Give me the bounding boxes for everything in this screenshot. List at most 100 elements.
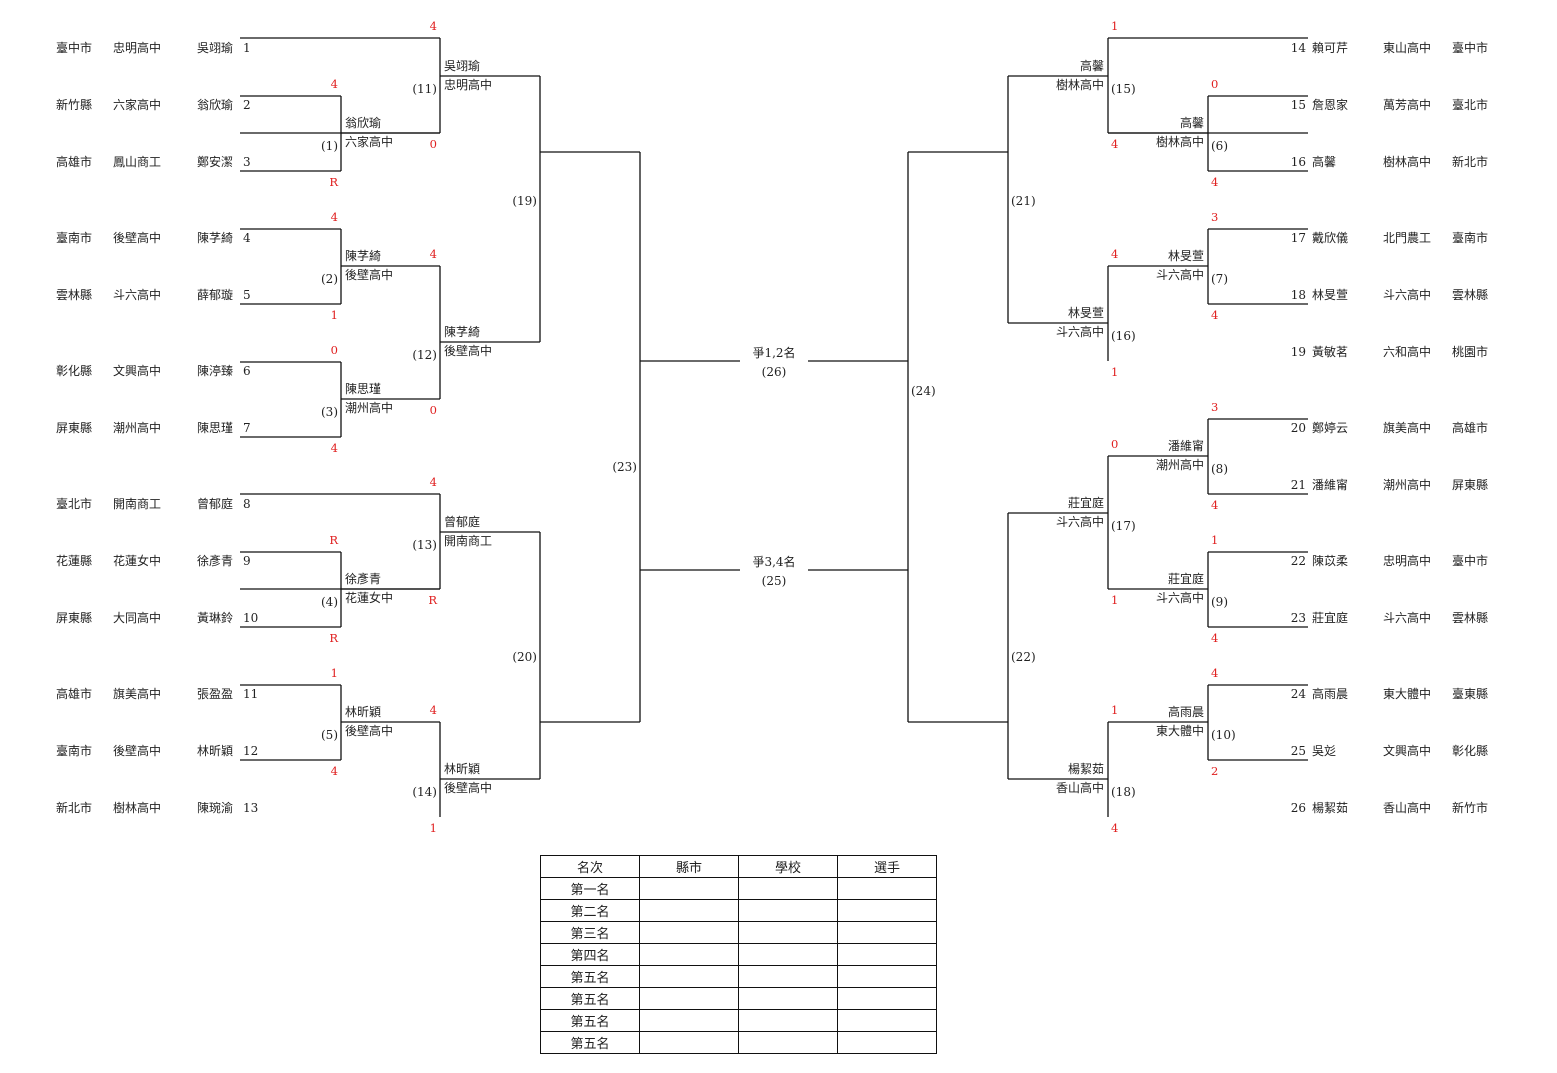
match-score-top: 4 [1211,666,1218,680]
entry-school: 潮州高中 [113,420,161,435]
county-cell[interactable] [639,987,739,1010]
match-winner-school: 潮州高中 [1156,457,1204,472]
player-cell[interactable] [837,899,937,922]
county-cell[interactable] [639,1009,739,1032]
player-cell[interactable] [837,943,937,966]
match-winner-name: 楊絜茹 [1068,761,1104,776]
entry-seed: 1 [243,41,251,55]
school-cell[interactable] [738,987,838,1010]
player-cell[interactable] [837,921,937,944]
entry-county: 雲林縣 [56,288,92,302]
entry-county: 雲林縣 [1452,288,1488,302]
header-school: 學校 [738,855,838,878]
entry-school: 六和高中 [1383,344,1431,359]
match-winner-name: 莊宜庭 [1068,495,1104,510]
results-row: 第五名 [540,965,937,988]
entry-county: 高雄市 [56,686,92,701]
match-number: (9) [1211,595,1228,609]
entry-player-name: 莊宜庭 [1312,610,1348,625]
match-score-top: 4 [331,77,338,91]
player-cell[interactable] [837,877,937,900]
match-number: (10) [1211,728,1236,742]
entry-player-name: 徐彥青 [197,553,233,568]
results-row: 第五名 [540,987,937,1010]
match-score-bottom: R [329,631,338,645]
school-cell[interactable] [738,899,838,922]
match-winner-school: 東大體中 [1156,723,1204,738]
rank-cell: 第五名 [540,965,640,988]
match-score-bottom: 4 [331,764,338,778]
match-number: (11) [412,82,437,96]
school-cell[interactable] [738,1009,838,1032]
rank-cell: 第四名 [540,943,640,966]
match-number: (12) [412,348,437,362]
school-cell[interactable] [738,877,838,900]
match-winner-school: 花蓮女中 [345,590,393,605]
match-score-bottom: 1 [1111,593,1118,607]
match-score-top: R [329,533,338,547]
match-score-top: 4 [430,703,437,717]
match-score-top: 4 [430,19,437,33]
entry-player-name: 黃敏茗 [1312,344,1348,359]
entry-seed: 15 [1291,98,1306,112]
match-winner-name: 林昕穎 [345,705,381,719]
county-cell[interactable] [639,943,739,966]
entry-seed: 25 [1291,744,1306,758]
entry-county: 臺東縣 [1452,686,1488,701]
match-winner-name: 高雨晨 [1168,704,1204,719]
match-winner-school: 香山高中 [1056,780,1104,795]
entry-player-name: 高雨晨 [1312,686,1348,701]
school-cell[interactable] [738,921,838,944]
player-cell[interactable] [837,1031,937,1054]
county-cell[interactable] [639,899,739,922]
match-winner-name: 翁欣瑜 [345,115,381,130]
county-cell[interactable] [639,921,739,944]
entry-seed: 23 [1291,611,1306,625]
county-cell[interactable] [639,877,739,900]
entry-player-name: 曾郁庭 [197,496,233,511]
rank-cell: 第五名 [540,987,640,1010]
entry-school: 花蓮女中 [113,553,161,568]
entry-seed: 26 [1291,801,1306,815]
entry-school: 六家高中 [113,97,161,112]
match-number: (4) [321,595,338,609]
results-row: 第五名 [540,1009,937,1032]
results-table: 名次 縣市 學校 選手 第一名 第二名 第三名 第四名 第五名 第五名 第五名 … [540,855,937,1054]
match-winner-name: 徐彥青 [345,571,381,586]
match-winner-name: 高馨 [1180,115,1204,130]
match-score-top: 0 [1211,77,1218,91]
match-score-top: 4 [1111,247,1118,261]
rank-cell: 第三名 [540,921,640,944]
entry-player-name: 戴欣儀 [1312,230,1348,245]
match-winner-school: 六家高中 [345,134,393,149]
entry-seed: 10 [243,611,258,625]
entry-seed: 22 [1291,554,1306,568]
player-cell[interactable] [837,965,937,988]
entry-county: 臺中市 [1452,553,1488,568]
entry-seed: 8 [243,497,251,511]
match-winner-name: 陳芓綺 [444,324,480,339]
entry-seed: 6 [243,364,251,378]
entry-county: 屏東縣 [1452,478,1488,492]
school-cell[interactable] [738,1031,838,1054]
entry-school: 香山高中 [1383,800,1431,815]
county-cell[interactable] [639,1031,739,1054]
match-winner-name: 曾郁庭 [444,514,480,529]
player-cell[interactable] [837,1009,937,1032]
third-place-title: 爭3,4名 [752,554,795,569]
entry-county: 新北市 [1452,154,1488,169]
player-cell[interactable] [837,987,937,1010]
match-score-bottom: 4 [1211,498,1218,512]
entry-seed: 16 [1291,155,1306,169]
school-cell[interactable] [738,943,838,966]
entry-county: 雲林縣 [1452,611,1488,625]
entry-county: 臺中市 [1452,40,1488,55]
match-winner-name: 吳翊瑜 [444,58,480,73]
school-cell[interactable] [738,965,838,988]
match-number: (3) [321,405,338,419]
entry-county: 花蓮縣 [56,553,92,568]
entry-seed: 13 [243,801,258,815]
match-number: (1) [321,139,338,153]
match-score-top: 1 [1111,19,1118,33]
county-cell[interactable] [639,965,739,988]
